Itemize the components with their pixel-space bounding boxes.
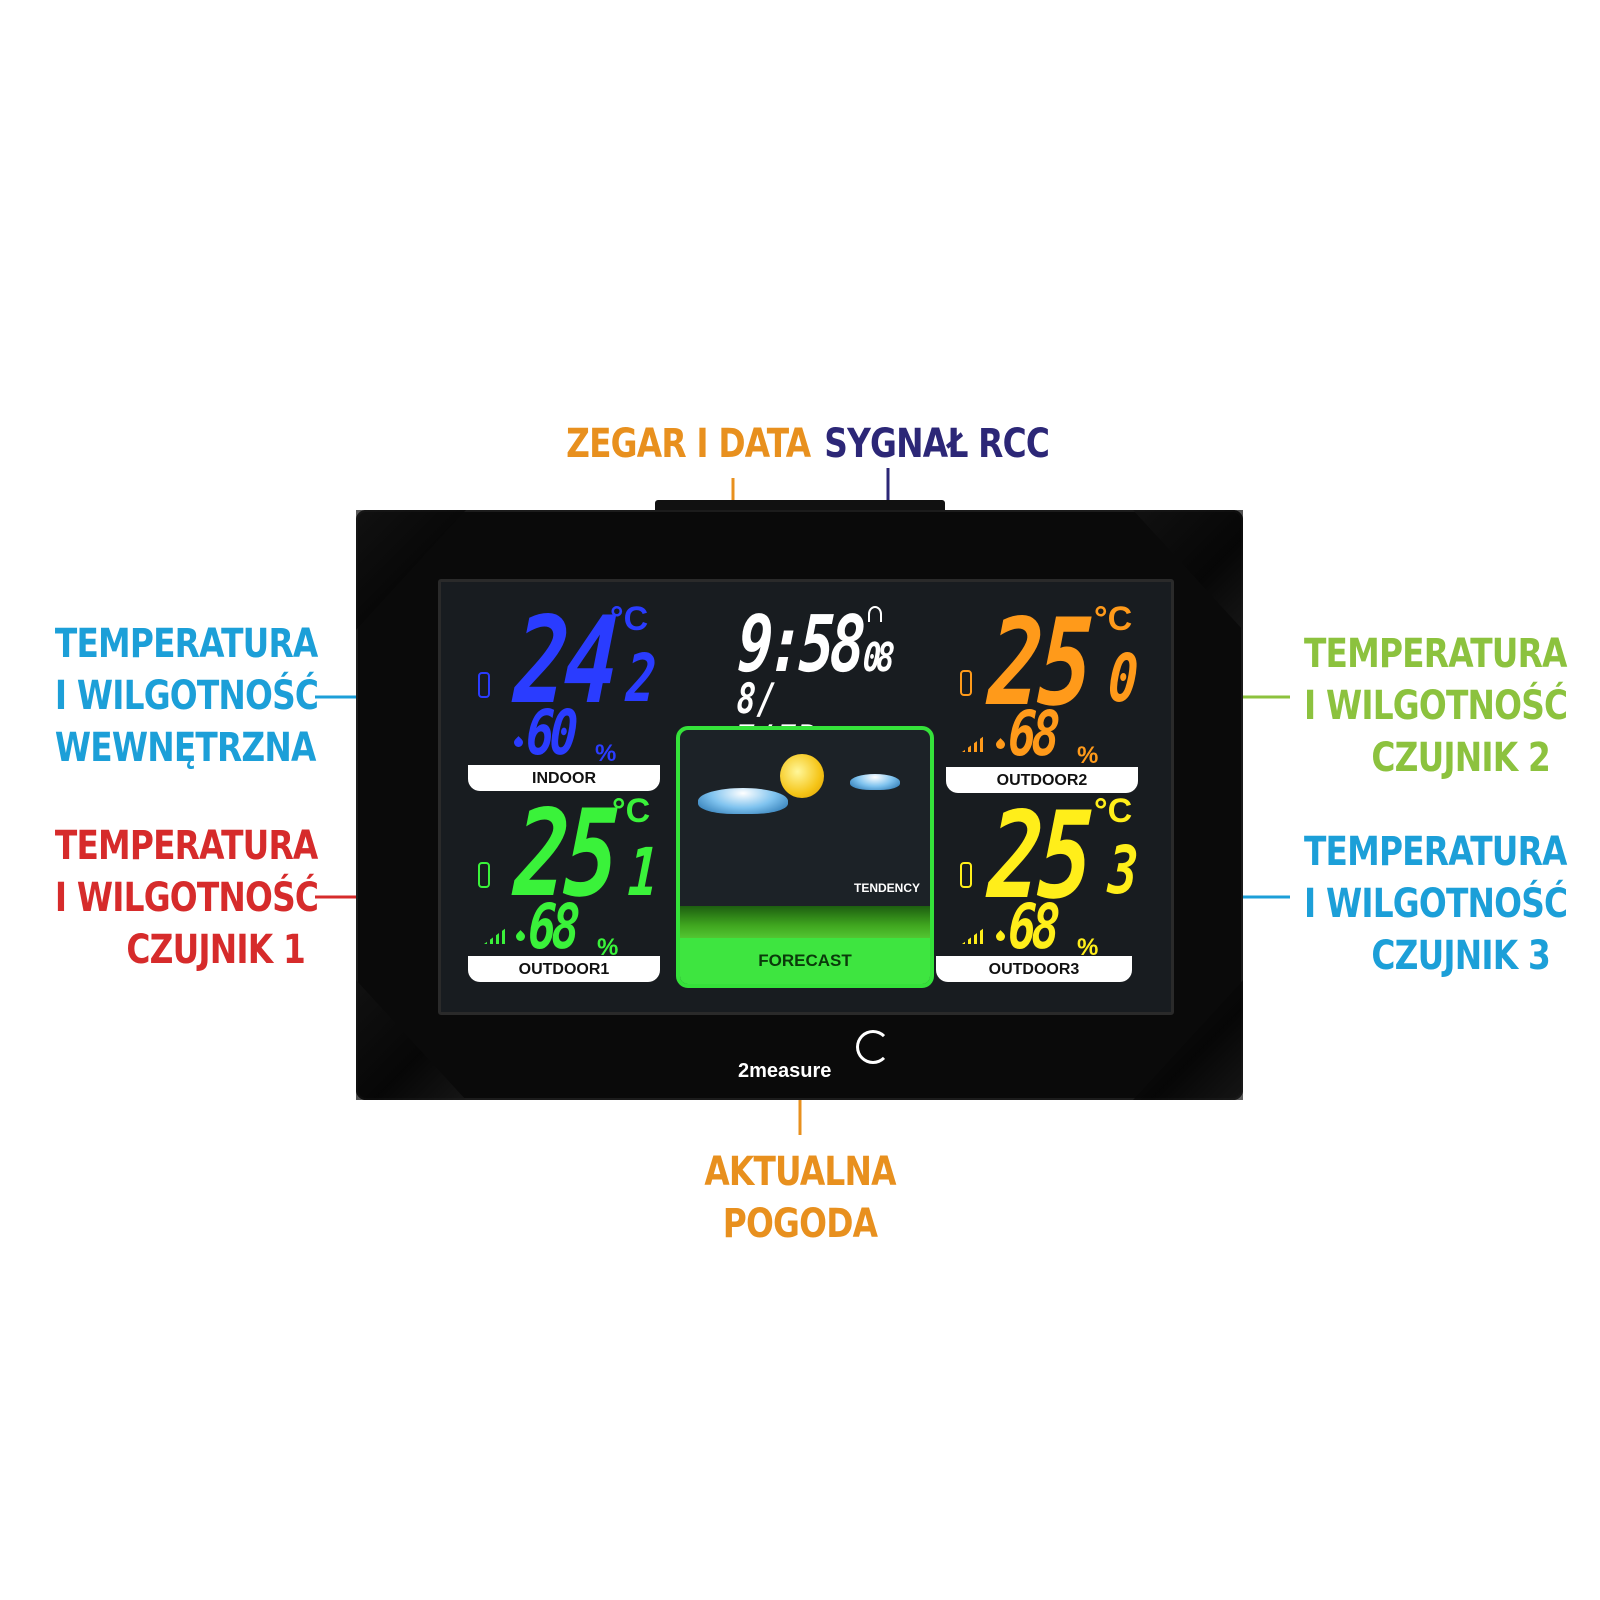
callout-signal: SYGNAŁ RCC — [824, 418, 1050, 470]
callout-sensor2-line1: TEMPERATURA — [1304, 631, 1567, 677]
callout-sensor1-line2: I WILGOTNOŚĆ — [54, 875, 319, 921]
callout-sensor1-line3: CZUJNIK 1 — [126, 927, 305, 973]
callout-indoor-line3: WEWNĘTRZNA — [54, 725, 316, 771]
callout-sensor1: TEMPERATURA I WILGOTNOŚĆ CZUJNIK 1 — [54, 820, 319, 976]
cloud-small-icon — [850, 774, 900, 790]
outdoor1-humidity-unit: % — [597, 934, 619, 961]
indoor-temperature-decimal: 2 — [624, 640, 654, 717]
clock-seconds: 08 — [861, 635, 892, 681]
outdoor3-temp-unit: °C — [1094, 792, 1133, 830]
outdoor2-humidity-unit: % — [1077, 742, 1099, 769]
thermometer-icon — [478, 862, 490, 888]
outdoor3-humidity-unit: % — [1077, 934, 1099, 961]
callout-sensor3-line2: I WILGOTNOŚĆ — [1304, 881, 1568, 927]
indoor-temp-unit: °C — [610, 600, 649, 638]
thermometer-icon — [478, 672, 490, 698]
indoor-humidity: 60 — [524, 696, 576, 769]
outdoor2-label: OUTDOOR2 — [946, 767, 1138, 793]
rcc-signal-icon — [868, 606, 882, 622]
outdoor2-humidity: 68 — [1006, 697, 1058, 770]
callout-sensor2-line3: CZUJNIK 2 — [1371, 735, 1550, 781]
outdoor3-humidity: 68 — [1006, 890, 1058, 963]
brand-logo: 2measure — [738, 1030, 890, 1083]
callout-sensor1-line1: TEMPERATURA — [54, 823, 318, 869]
outdoor3-label: OUTDOOR3 — [936, 956, 1132, 982]
callout-sensor3-line3: CZUJNIK 3 — [1371, 933, 1550, 979]
callout-sensor3: TEMPERATURA I WILGOTNOŚĆ CZUJNIK 3 — [1304, 826, 1568, 982]
forecast-label: FORECAST — [680, 938, 930, 984]
forecast-panel: TENDENCY FORECAST — [676, 726, 934, 988]
tendency-label: TENDENCY — [853, 881, 920, 895]
indoor-humidity-unit: % — [595, 740, 617, 767]
callout-clock-text: ZEGAR I DATA — [566, 421, 811, 467]
callout-indoor-line1: TEMPERATURA — [54, 621, 318, 667]
callout-sensor2-line2: I WILGOTNOŚĆ — [1304, 683, 1568, 729]
callout-weather-line1: AKTUALNA — [704, 1149, 896, 1195]
callout-sensor3-line1: TEMPERATURA — [1304, 829, 1567, 875]
callout-sensor2: TEMPERATURA I WILGOTNOŚĆ CZUJNIK 2 — [1304, 628, 1568, 784]
outdoor1-temperature-decimal: 1 — [626, 834, 656, 911]
cloud-icon — [698, 788, 788, 814]
grass-icon — [680, 906, 930, 944]
indoor-label: INDOOR — [468, 765, 660, 791]
callout-indoor: TEMPERATURA I WILGOTNOŚĆ WEWNĘTRZNA — [54, 618, 319, 774]
sun-icon — [780, 754, 824, 798]
callout-weather-line2: POGODA — [722, 1201, 878, 1247]
outdoor3-temperature-decimal: 3 — [1106, 832, 1136, 909]
brand-name: 2measure — [738, 1060, 832, 1082]
outdoor1-temp-unit: °C — [612, 792, 651, 830]
outdoor1-humidity: 68 — [526, 890, 578, 963]
callout-clock: ZEGAR I DATA — [566, 418, 811, 470]
callout-indoor-line2: I WILGOTNOŚĆ — [54, 673, 319, 719]
clock-time: 9:58 — [735, 600, 864, 690]
thermometer-icon — [960, 862, 972, 888]
callout-signal-text: SYGNAŁ RCC — [824, 421, 1050, 467]
outdoor2-temp-unit: °C — [1094, 600, 1133, 638]
callout-weather: AKTUALNA POGODA — [685, 1146, 915, 1250]
thermometer-icon — [960, 670, 972, 696]
outdoor2-temperature-decimal: 0 — [1106, 640, 1136, 717]
swirl-logo-icon — [856, 1030, 890, 1064]
outdoor1-label: OUTDOOR1 — [468, 956, 660, 982]
